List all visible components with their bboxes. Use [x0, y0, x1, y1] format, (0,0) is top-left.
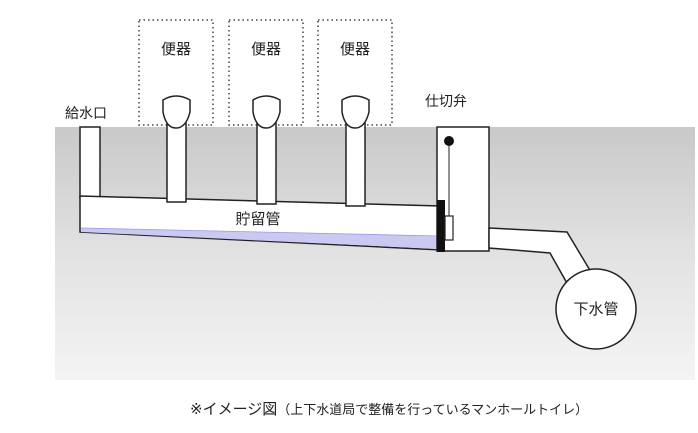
toilet-label-3: 便器 — [340, 40, 370, 58]
gate-valve-outlet — [444, 215, 454, 241]
toilet-drop-pipe-3 — [345, 117, 366, 207]
water-inlet-label: 給水口 — [65, 106, 107, 122]
toilet-label-2: 便器 — [251, 40, 281, 58]
toilet-bowl-3 — [341, 95, 370, 129]
sewer-pipe-label: 下水管 — [573, 300, 618, 318]
storage-water — [81, 228, 440, 249]
toilet-bowl-1 — [162, 95, 191, 129]
storage-water-edge — [80, 227, 441, 237]
sewer-pipe — [555, 268, 637, 350]
toilet-drop-pipe-2 — [256, 117, 277, 205]
storage-pipe-label: 貯留管 — [235, 210, 280, 228]
gate-valve-plate — [437, 200, 445, 252]
water-inlet-pipe — [79, 126, 101, 199]
caption-main: ※イメージ図 — [190, 400, 278, 418]
gate-valve-handle — [444, 136, 454, 146]
toilet-bowl-2 — [252, 95, 281, 129]
caption: ※イメージ図（上下水道局で整備を行っているマンホールトイレ） — [190, 398, 588, 419]
toilet-drop-pipe-1 — [166, 117, 187, 203]
gate-valve-label: 仕切弁 — [425, 94, 467, 110]
caption-note: （上下水道局で整備を行っているマンホールトイレ） — [277, 403, 589, 418]
toilet-label-1: 便器 — [161, 40, 191, 58]
